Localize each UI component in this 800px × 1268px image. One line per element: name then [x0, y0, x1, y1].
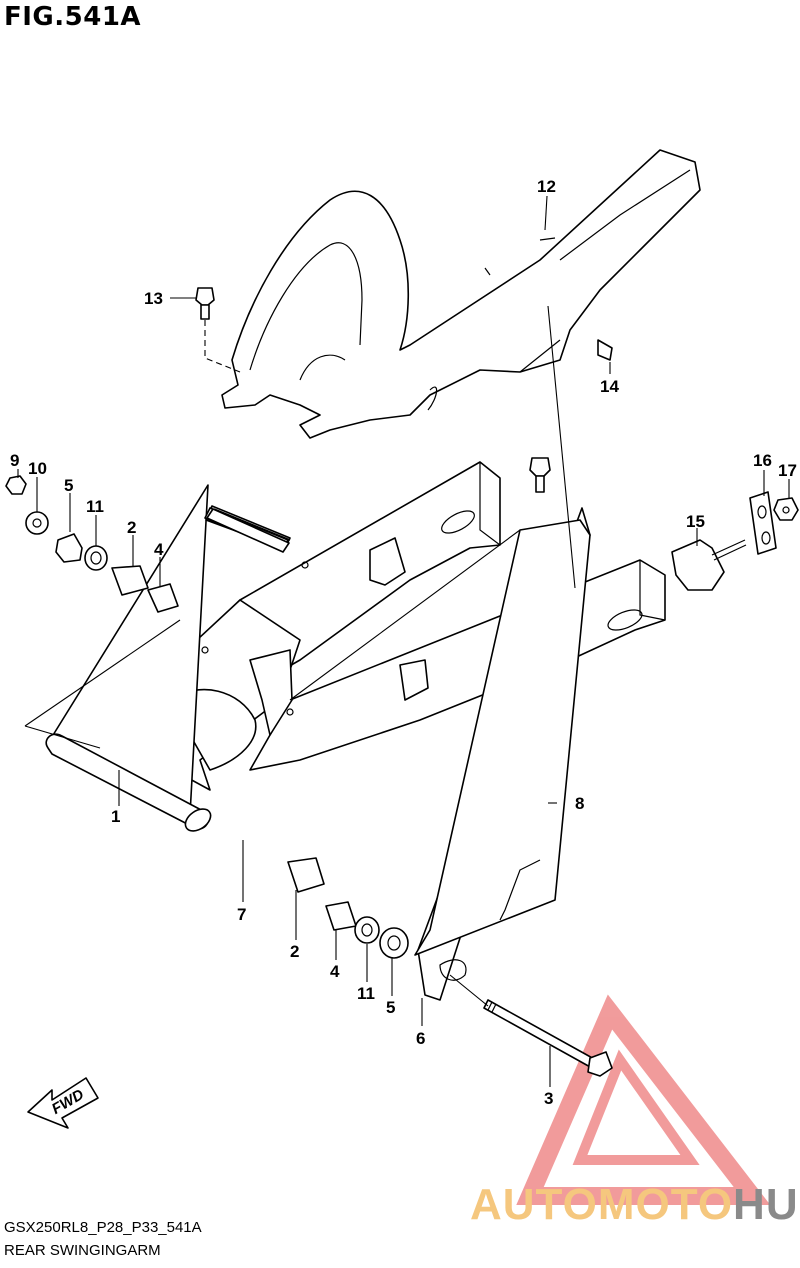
axle-3-part	[483, 999, 613, 1077]
watermark-text-part2: HUB	[733, 1180, 800, 1229]
assembly-guide-lines	[24, 305, 576, 1007]
watermark-text: AUTOMOTOHUB	[470, 1180, 800, 1230]
callout-3: 3	[544, 1089, 553, 1108]
callout-6: 6	[416, 1029, 425, 1048]
callout-9: 9	[10, 451, 19, 470]
chain-case-fender-part	[221, 149, 701, 439]
callout-11-upper: 11	[86, 497, 104, 516]
diagram-name: REAR SWINGINGARM	[4, 1242, 161, 1259]
plate-16-part	[749, 491, 777, 555]
callout-8: 8	[575, 794, 584, 813]
callout-5-upper: 5	[64, 476, 73, 495]
callout-2-lower: 2	[290, 942, 299, 961]
callout-1: 1	[111, 807, 120, 826]
callout-2-upper: 2	[127, 518, 136, 537]
diagram-code: GSX250RL8_P28_P33_541A	[4, 1219, 202, 1236]
figure-title: FIG.541A	[4, 2, 142, 32]
bolt-8-part	[529, 457, 551, 493]
pivot-shaft-7-visible	[206, 508, 290, 553]
callout-5-lower: 5	[386, 998, 395, 1017]
nut-17-part	[773, 497, 799, 521]
callout-14: 14	[600, 377, 619, 396]
callout-10: 10	[28, 459, 47, 478]
callout-7: 7	[237, 905, 246, 924]
watermark-logo-icon	[516, 994, 771, 1205]
callout-11-lower: 11	[357, 984, 375, 1003]
leader-lines	[17, 195, 790, 1087]
bolt-13-part	[195, 287, 215, 320]
pivot-parts-upper	[5, 475, 179, 613]
callout-15: 15	[686, 512, 705, 531]
watermark-text-part1: AUTOMOTO	[470, 1180, 734, 1229]
chain-buffer-part	[414, 507, 591, 1001]
fwd-arrow-icon: FWD	[27, 1077, 99, 1129]
callout-17: 17	[778, 461, 797, 480]
callout-13: 13	[144, 289, 163, 308]
callout-labels: 12 13 14 9 10 5 11 2 4 15 16 17 8 1 7 2 …	[10, 177, 797, 1108]
chain-adjuster-15-part	[671, 539, 747, 591]
callout-4-lower: 4	[330, 962, 340, 981]
callout-4-upper: 4	[154, 540, 164, 559]
screw-14-part	[597, 339, 613, 361]
callout-12: 12	[537, 177, 556, 196]
callout-16: 16	[753, 451, 772, 470]
